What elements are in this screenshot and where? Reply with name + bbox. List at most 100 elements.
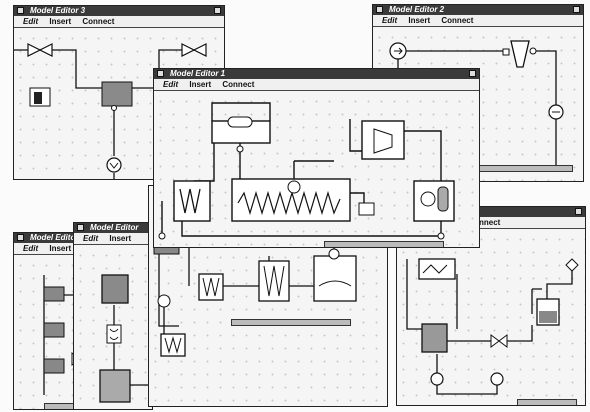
horizontal-scrollbar[interactable]	[324, 241, 444, 247]
pipe	[158, 241, 179, 327]
close-box[interactable]	[77, 224, 84, 231]
pump-icon	[430, 372, 444, 386]
flowsheet-diagram	[158, 102, 455, 240]
pipe	[293, 160, 334, 181]
pipe	[211, 102, 271, 121]
window-title: Model Editor	[90, 223, 139, 232]
heat-exchanger-icon	[106, 324, 122, 344]
titlebar[interactable]: Model Editor	[14, 233, 122, 243]
diagram-canvas[interactable]	[154, 91, 479, 247]
flowsheet-diagram	[389, 40, 564, 167]
menu-connect[interactable]: Connect	[441, 16, 474, 25]
pipe	[406, 259, 427, 330]
menu-insert[interactable]: Insert	[109, 234, 132, 243]
drum-dome-icon	[227, 116, 253, 128]
pump-icon	[420, 191, 436, 207]
reactor-icon	[421, 323, 448, 353]
coil-icon	[164, 336, 182, 354]
horizontal-scrollbar[interactable]	[231, 319, 351, 326]
diagram-canvas[interactable]	[74, 245, 152, 409]
menu-edit[interactable]: Edit	[23, 244, 39, 253]
diagram-canvas[interactable]	[14, 28, 224, 179]
pipe	[546, 269, 573, 299]
coil-icon	[109, 328, 119, 340]
tank-fill-icon	[34, 92, 42, 104]
port-icon	[158, 232, 166, 240]
menu-connect[interactable]: Connect	[222, 80, 255, 89]
pipe	[349, 119, 364, 152]
menu-edit[interactable]: Edit	[83, 234, 99, 243]
pipe	[404, 130, 442, 191]
model-editor-1-titlebar[interactable]: Model Editor 1	[154, 69, 479, 79]
pipe	[533, 50, 557, 167]
coil-icon	[263, 265, 285, 297]
flowsheet-diagram	[406, 258, 579, 395]
pipe	[436, 379, 498, 395]
pump-arrow-icon	[109, 162, 119, 169]
close-box[interactable]	[17, 234, 24, 241]
window-title: Model Editor 1	[170, 69, 226, 78]
compressor-icon	[510, 40, 530, 68]
menu-insert[interactable]: Insert	[49, 17, 72, 26]
tank-fill-icon	[539, 311, 557, 323]
separator-icon	[313, 255, 357, 302]
pump-icon	[106, 157, 122, 173]
window-title: Model Editor 3	[30, 6, 86, 15]
menu-bar: Edit Insert Connect	[154, 79, 479, 91]
menu-bar: Edit Insert Connect	[14, 16, 224, 28]
coil-icon	[202, 277, 220, 297]
turbine-icon	[373, 128, 393, 154]
menu-connect[interactable]: Connect	[82, 17, 115, 26]
horizontal-scrollbar[interactable]	[473, 165, 573, 172]
port-icon	[502, 48, 510, 56]
diagram-canvas[interactable]	[397, 229, 585, 405]
valve-icon	[181, 43, 207, 57]
menu-edit[interactable]: Edit	[23, 17, 39, 26]
window-title: Model Editor 2	[389, 5, 445, 14]
zoom-box[interactable]	[469, 70, 476, 77]
model-editor-1-window[interactable]: Model Editor 1 Edit Insert Connect	[153, 68, 480, 248]
menu-edit[interactable]: Edit	[163, 80, 179, 89]
valve-icon	[27, 43, 53, 57]
menu-insert[interactable]: Insert	[189, 80, 212, 89]
titlebar[interactable]	[397, 207, 585, 217]
close-box[interactable]	[17, 7, 24, 14]
titlebar[interactable]: Model Editor	[74, 223, 152, 233]
menu-insert[interactable]: Insert	[408, 16, 431, 25]
menu-bar: Edit Insert	[74, 233, 152, 245]
diagram-canvas[interactable]	[373, 27, 583, 181]
port-icon	[111, 105, 117, 111]
model-editor-3-titlebar[interactable]: Model Editor 3	[14, 6, 224, 16]
zoom-box[interactable]	[573, 6, 580, 13]
reactor-icon	[101, 81, 133, 107]
port-icon	[236, 145, 244, 153]
separator-wave-icon	[318, 280, 352, 287]
reactor-icon	[43, 286, 65, 302]
close-box[interactable]	[376, 6, 383, 13]
tank-icon	[437, 186, 449, 212]
menu-connect[interactable]: nnect	[479, 218, 501, 227]
compressor-icon	[361, 120, 405, 160]
close-box[interactable]	[157, 70, 164, 77]
separator-wave-icon	[422, 264, 448, 274]
heat-exchanger-icon	[160, 333, 186, 357]
zoom-box[interactable]	[575, 208, 582, 215]
pipe	[531, 288, 542, 314]
zoom-box[interactable]	[214, 7, 221, 14]
pump-icon	[490, 372, 504, 386]
horizontal-scrollbar[interactable]	[517, 399, 577, 405]
model-editor-small-window[interactable]: Model Editor Edit Insert	[73, 222, 153, 410]
menu-insert[interactable]: Insert	[49, 244, 72, 253]
port-icon	[437, 232, 445, 240]
reactor-icon	[43, 358, 65, 374]
menu-edit[interactable]: Edit	[382, 16, 398, 25]
pump-icon	[157, 294, 171, 308]
reactor-icon	[99, 369, 131, 403]
window-title: Model Editor	[30, 233, 79, 242]
model-editor-2-titlebar[interactable]: Model Editor 2	[373, 5, 583, 15]
valve-icon	[490, 334, 508, 348]
model-editor-bottom-right-window[interactable]: nnect	[396, 206, 586, 406]
reactor-icon	[101, 274, 129, 304]
separator-icon	[418, 258, 456, 280]
port-icon	[328, 248, 340, 260]
